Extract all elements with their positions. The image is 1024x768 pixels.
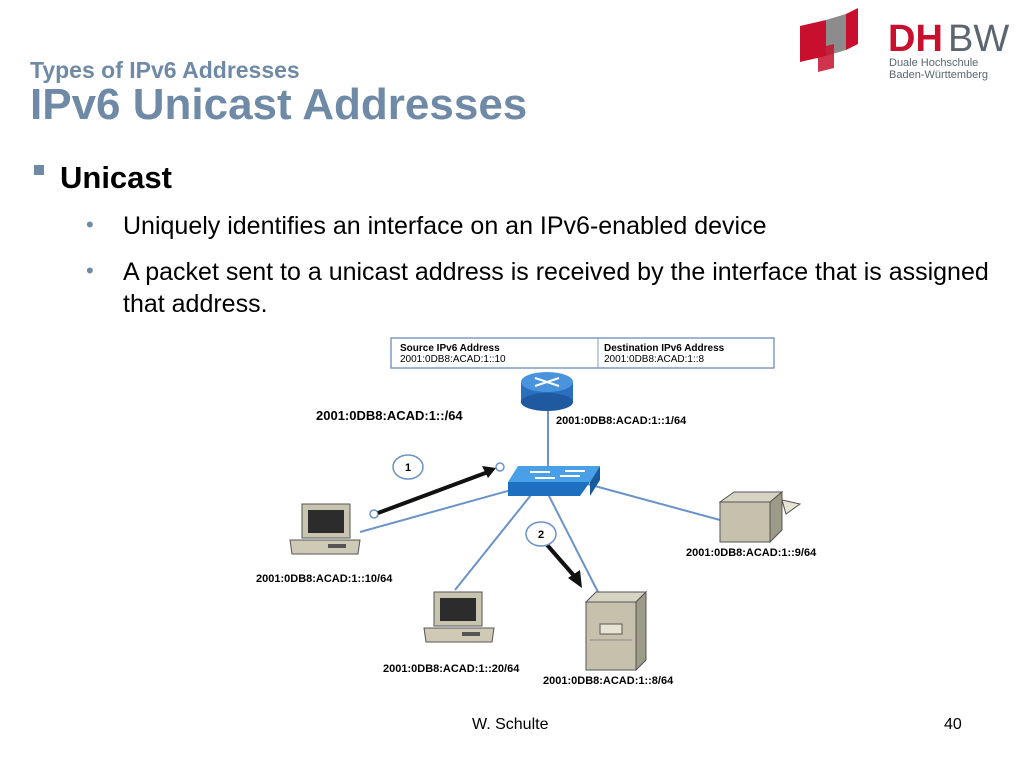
network-diagram: Source IPv6 Address 2001:0DB8:ACAD:1::10… [256, 337, 817, 687]
pc2-address-label: 2001:0DB8:ACAD:1::20/64 [383, 663, 520, 675]
bullet-item: • Uniquely identifies an interface on an… [86, 210, 1003, 242]
svg-text:2001:0DB8:ACAD:1::8: 2001:0DB8:ACAD:1::8 [604, 354, 704, 365]
svg-text:Baden-Württemberg: Baden-Württemberg [889, 69, 988, 81]
dhbw-logo: DH BW Duale Hochschule Baden-Württemberg [800, 8, 1009, 81]
packet-path-1 [369, 462, 505, 519]
svg-text:Destination IPv6 Address: Destination IPv6 Address [604, 343, 725, 354]
svg-text:2: 2 [538, 529, 544, 541]
network-address-label: 2001:0DB8:ACAD:1::/64 [316, 408, 463, 423]
server-icon [584, 590, 648, 672]
bullet-dot-icon: • [86, 258, 94, 283]
page-number: 40 [944, 716, 962, 733]
pc-icon [289, 503, 361, 555]
footer-author: W. Schulte [472, 716, 549, 733]
svg-text:Source IPv6 Address: Source IPv6 Address [400, 343, 500, 354]
printer-address-label: 2001:0DB8:ACAD:1::9/64 [686, 547, 817, 559]
router-icon [521, 372, 573, 411]
slide-subtitle: Types of IPv6 Addresses [30, 57, 300, 83]
square-bullet-icon [34, 164, 44, 175]
svg-text:DH: DH [888, 18, 943, 60]
svg-text:BW: BW [948, 18, 1009, 60]
unicast-heading: Unicast [34, 160, 172, 196]
bullet-item: • A packet sent to a unicast address is … [86, 256, 1003, 320]
address-table: Source IPv6 Address 2001:0DB8:ACAD:1::10… [390, 337, 775, 369]
bullet-dot-icon: • [86, 212, 94, 237]
step-marker: 2 [525, 521, 557, 547]
svg-text:Duale Hochschule: Duale Hochschule [889, 57, 978, 69]
switch-icon [508, 466, 600, 496]
pc1-address-label: 2001:0DB8:ACAD:1::10/64 [256, 573, 393, 585]
pc-icon [423, 591, 495, 643]
server-address-label: 2001:0DB8:ACAD:1::8/64 [543, 675, 674, 687]
svg-text:1: 1 [405, 462, 411, 474]
svg-text:2001:0DB8:ACAD:1::10: 2001:0DB8:ACAD:1::10 [400, 354, 506, 365]
slide-title: IPv6 Unicast Addresses [30, 80, 528, 129]
printer-icon [718, 490, 802, 544]
step-marker: 1 [392, 454, 424, 480]
router-address-label: 2001:0DB8:ACAD:1::1/64 [556, 415, 687, 427]
